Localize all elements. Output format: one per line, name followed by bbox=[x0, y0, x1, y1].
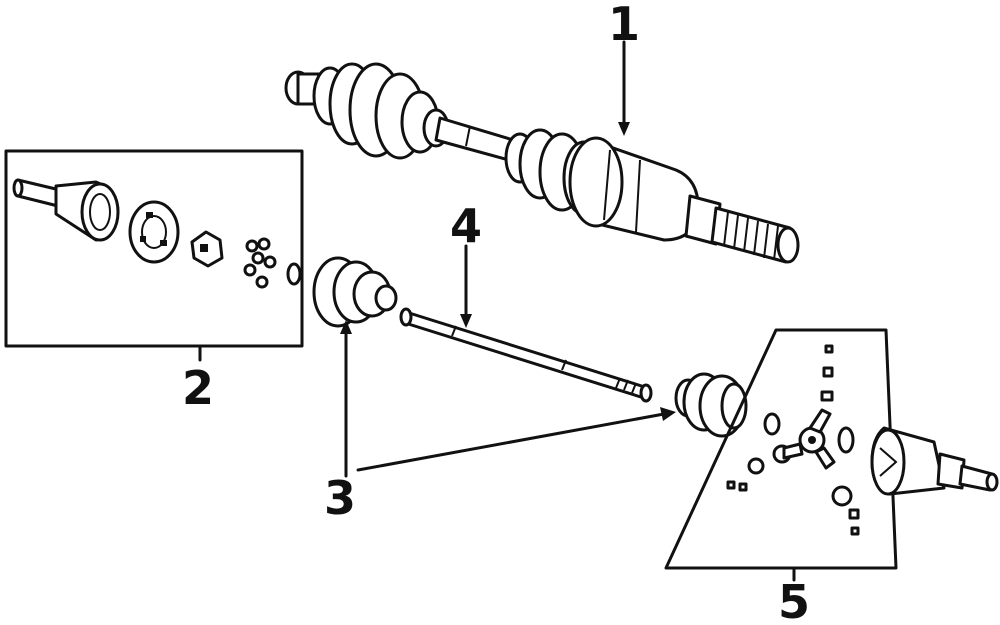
axle-shaft-assembly bbox=[284, 62, 800, 264]
tripod-spider bbox=[782, 408, 836, 470]
tripod-housing bbox=[870, 426, 999, 496]
inner-race bbox=[190, 230, 224, 268]
snap-ring bbox=[286, 262, 302, 286]
callout-3: 3 bbox=[324, 471, 356, 525]
kit-frame bbox=[4, 149, 304, 348]
kit-frame-trapezoid bbox=[664, 328, 898, 570]
balls bbox=[243, 237, 277, 289]
callout-4: 4 bbox=[450, 199, 482, 253]
callout-5: 5 bbox=[778, 575, 810, 625]
intermediate-shaft bbox=[399, 307, 653, 403]
kit-small-parts bbox=[726, 344, 860, 536]
outer-boot bbox=[312, 62, 450, 160]
inner-joint-kit bbox=[664, 328, 898, 570]
outer-joint-kit bbox=[4, 149, 304, 358]
callout-2: 2 bbox=[182, 361, 214, 415]
splined-stub bbox=[710, 206, 800, 264]
right-boot bbox=[674, 372, 748, 438]
inner-joint-housing bbox=[568, 136, 722, 246]
cage bbox=[128, 200, 180, 264]
left-boot bbox=[312, 256, 398, 328]
leader-lines bbox=[198, 40, 796, 582]
callout-1: 1 bbox=[608, 0, 640, 51]
